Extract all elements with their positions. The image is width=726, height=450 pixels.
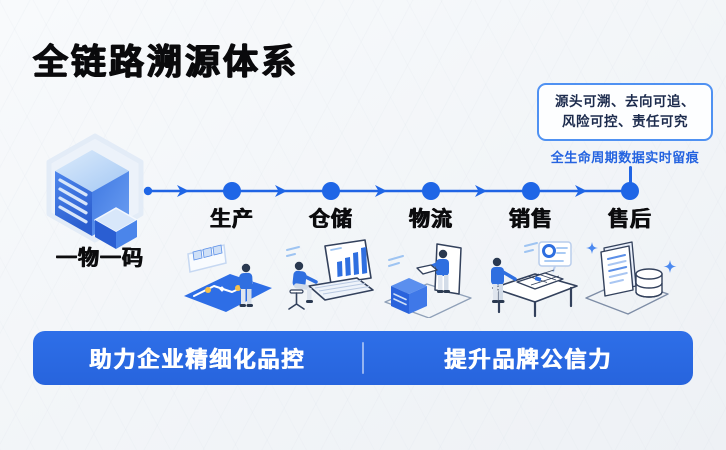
page-title: 全链路溯源体系 (33, 43, 300, 82)
isometric-server-cube-icon (40, 132, 150, 250)
timeline-arrow-icon (177, 185, 587, 197)
logistics-package-illustration (379, 238, 483, 319)
stage-label-logistics: 物流 (409, 208, 453, 231)
sales-counter-illustration (479, 238, 583, 318)
warehouse-laptop-illustration (279, 238, 383, 318)
callout-line1: 源头可溯、去向可追、 (555, 94, 695, 109)
banner-right-text: 提升品牌公信力 (444, 347, 613, 372)
callout-line2: 风险可控、责任可究 (562, 114, 688, 129)
stage-label-warehouse: 仓储 (309, 208, 353, 231)
callout-connector-line (629, 166, 632, 192)
timeline-start-dot (143, 186, 153, 196)
production-line-illustration (180, 238, 284, 318)
stage-label-sales: 销售 (509, 208, 553, 231)
banner-left-text: 助力企业精细化品控 (89, 347, 306, 372)
timeline-node-dot (223, 182, 639, 200)
stage-label-aftersales: 售后 (608, 208, 652, 231)
timeline (143, 182, 639, 200)
stage-label-production: 生产 (210, 208, 254, 231)
callout-box: 源头可溯、去向可追、 风险可控、责任可究 (537, 83, 713, 141)
banner-divider (362, 342, 364, 374)
source-label: 一物一码 (56, 247, 144, 270)
callout-subtext: 全生命周期数据实时留痕 (550, 150, 700, 165)
aftersales-records-illustration (578, 238, 682, 318)
bottom-banner: 助力企业精细化品控 提升品牌公信力 (33, 331, 693, 385)
